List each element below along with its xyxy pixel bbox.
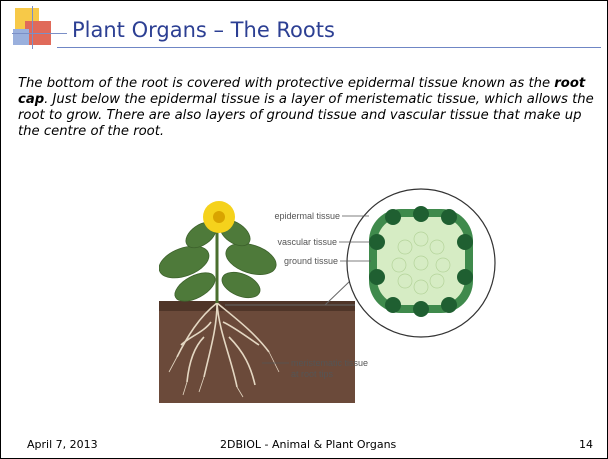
root-diagram-svg: epidermal tissue vascular tissue ground … <box>159 187 601 403</box>
soil-surface <box>159 301 355 311</box>
title-decoration-line <box>12 33 67 34</box>
soil-block <box>159 301 355 403</box>
label-epidermal-tissue: epidermal tissue <box>274 211 340 221</box>
label-at-root-tips: at root tips <box>291 369 334 379</box>
label-vascular-tissue: vascular tissue <box>277 237 337 247</box>
footer-course-title: 2DBIOL - Animal & Plant Organs <box>220 438 396 451</box>
body-text-part2: . Just below the epidermal tissue is a l… <box>18 92 594 139</box>
title-decoration-line <box>32 6 33 49</box>
body-text-part1: The bottom of the root is covered with p… <box>18 76 554 91</box>
body-paragraph: The bottom of the root is covered with p… <box>18 76 598 140</box>
footer-date: April 7, 2013 <box>27 438 98 451</box>
root-cross-section <box>347 189 495 337</box>
title-decoration-blue-square <box>13 29 29 45</box>
label-meristematic-tissue: meristematic tissue <box>291 358 368 368</box>
root-diagram: epidermal tissue vascular tissue ground … <box>159 187 601 403</box>
flower <box>203 201 235 233</box>
footer-page-number: 14 <box>579 438 593 451</box>
title-underline <box>57 47 601 48</box>
label-ground-tissue: ground tissue <box>284 256 338 266</box>
slide-title: Plant Organs – The Roots <box>72 18 335 42</box>
